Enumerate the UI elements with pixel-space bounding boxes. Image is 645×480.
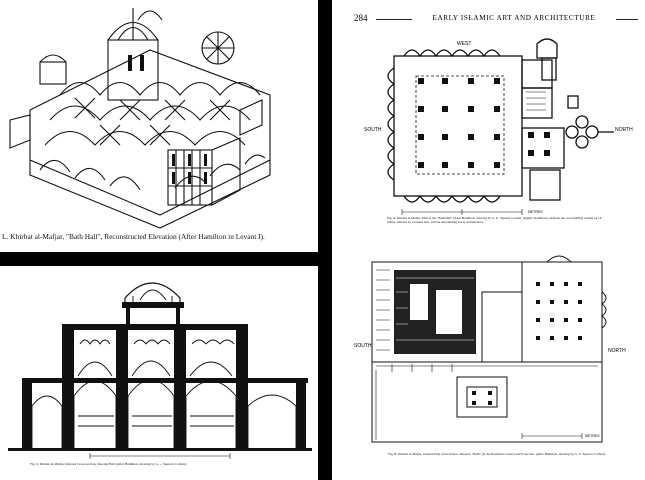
plan-b-south-label: SOUTH [354,343,372,349]
cross-section-panel: Fig. 9. Khirbat al-Mafjar, Inferred Cros… [0,266,318,480]
plan-a-caption: Fig. A. Khirbat al-Mafjar, Plan of the "… [387,216,602,225]
plan-a-west-label: WEST [457,41,472,47]
elevation-caption: L. Khirbat al-Mafjar, "Bath Hall", Recon… [2,232,265,241]
plan-b-metres-label: METRES [585,434,600,438]
page-number: 284 [354,13,368,23]
cross-section-caption: Fig. 9. Khirbat al-Mafjar, Inferred Cros… [30,462,188,466]
page-header: 284 EARLY ISLAMIC ART AND ARCHITECTURE [332,8,645,24]
running-head: EARLY ISLAMIC ART AND ARCHITECTURE [432,14,596,22]
cross-section-drawing [8,282,312,459]
plan-b-north-label: NORTH [608,348,626,354]
bath-hall-elevation-drawing [9,8,271,229]
plan-a-metres-label: METRES [528,210,543,214]
elevation-panel: L. Khirbat al-Mafjar, "Bath Hall", Recon… [0,0,318,252]
header-rule-left [376,19,412,20]
palace-general-plan-drawing [371,255,607,443]
plan-a-north-label: NORTH [615,127,633,133]
bath-hall-plan-drawing [387,38,614,215]
plan-b-caption: Fig. B. Khirbat al-Mafjar, General Plan … [388,452,606,456]
plan-a-south-label: SOUTH [364,127,382,133]
header-rule-right [616,19,638,20]
book-page: 284 EARLY ISLAMIC ART AND ARCHITECTURE [332,0,645,480]
